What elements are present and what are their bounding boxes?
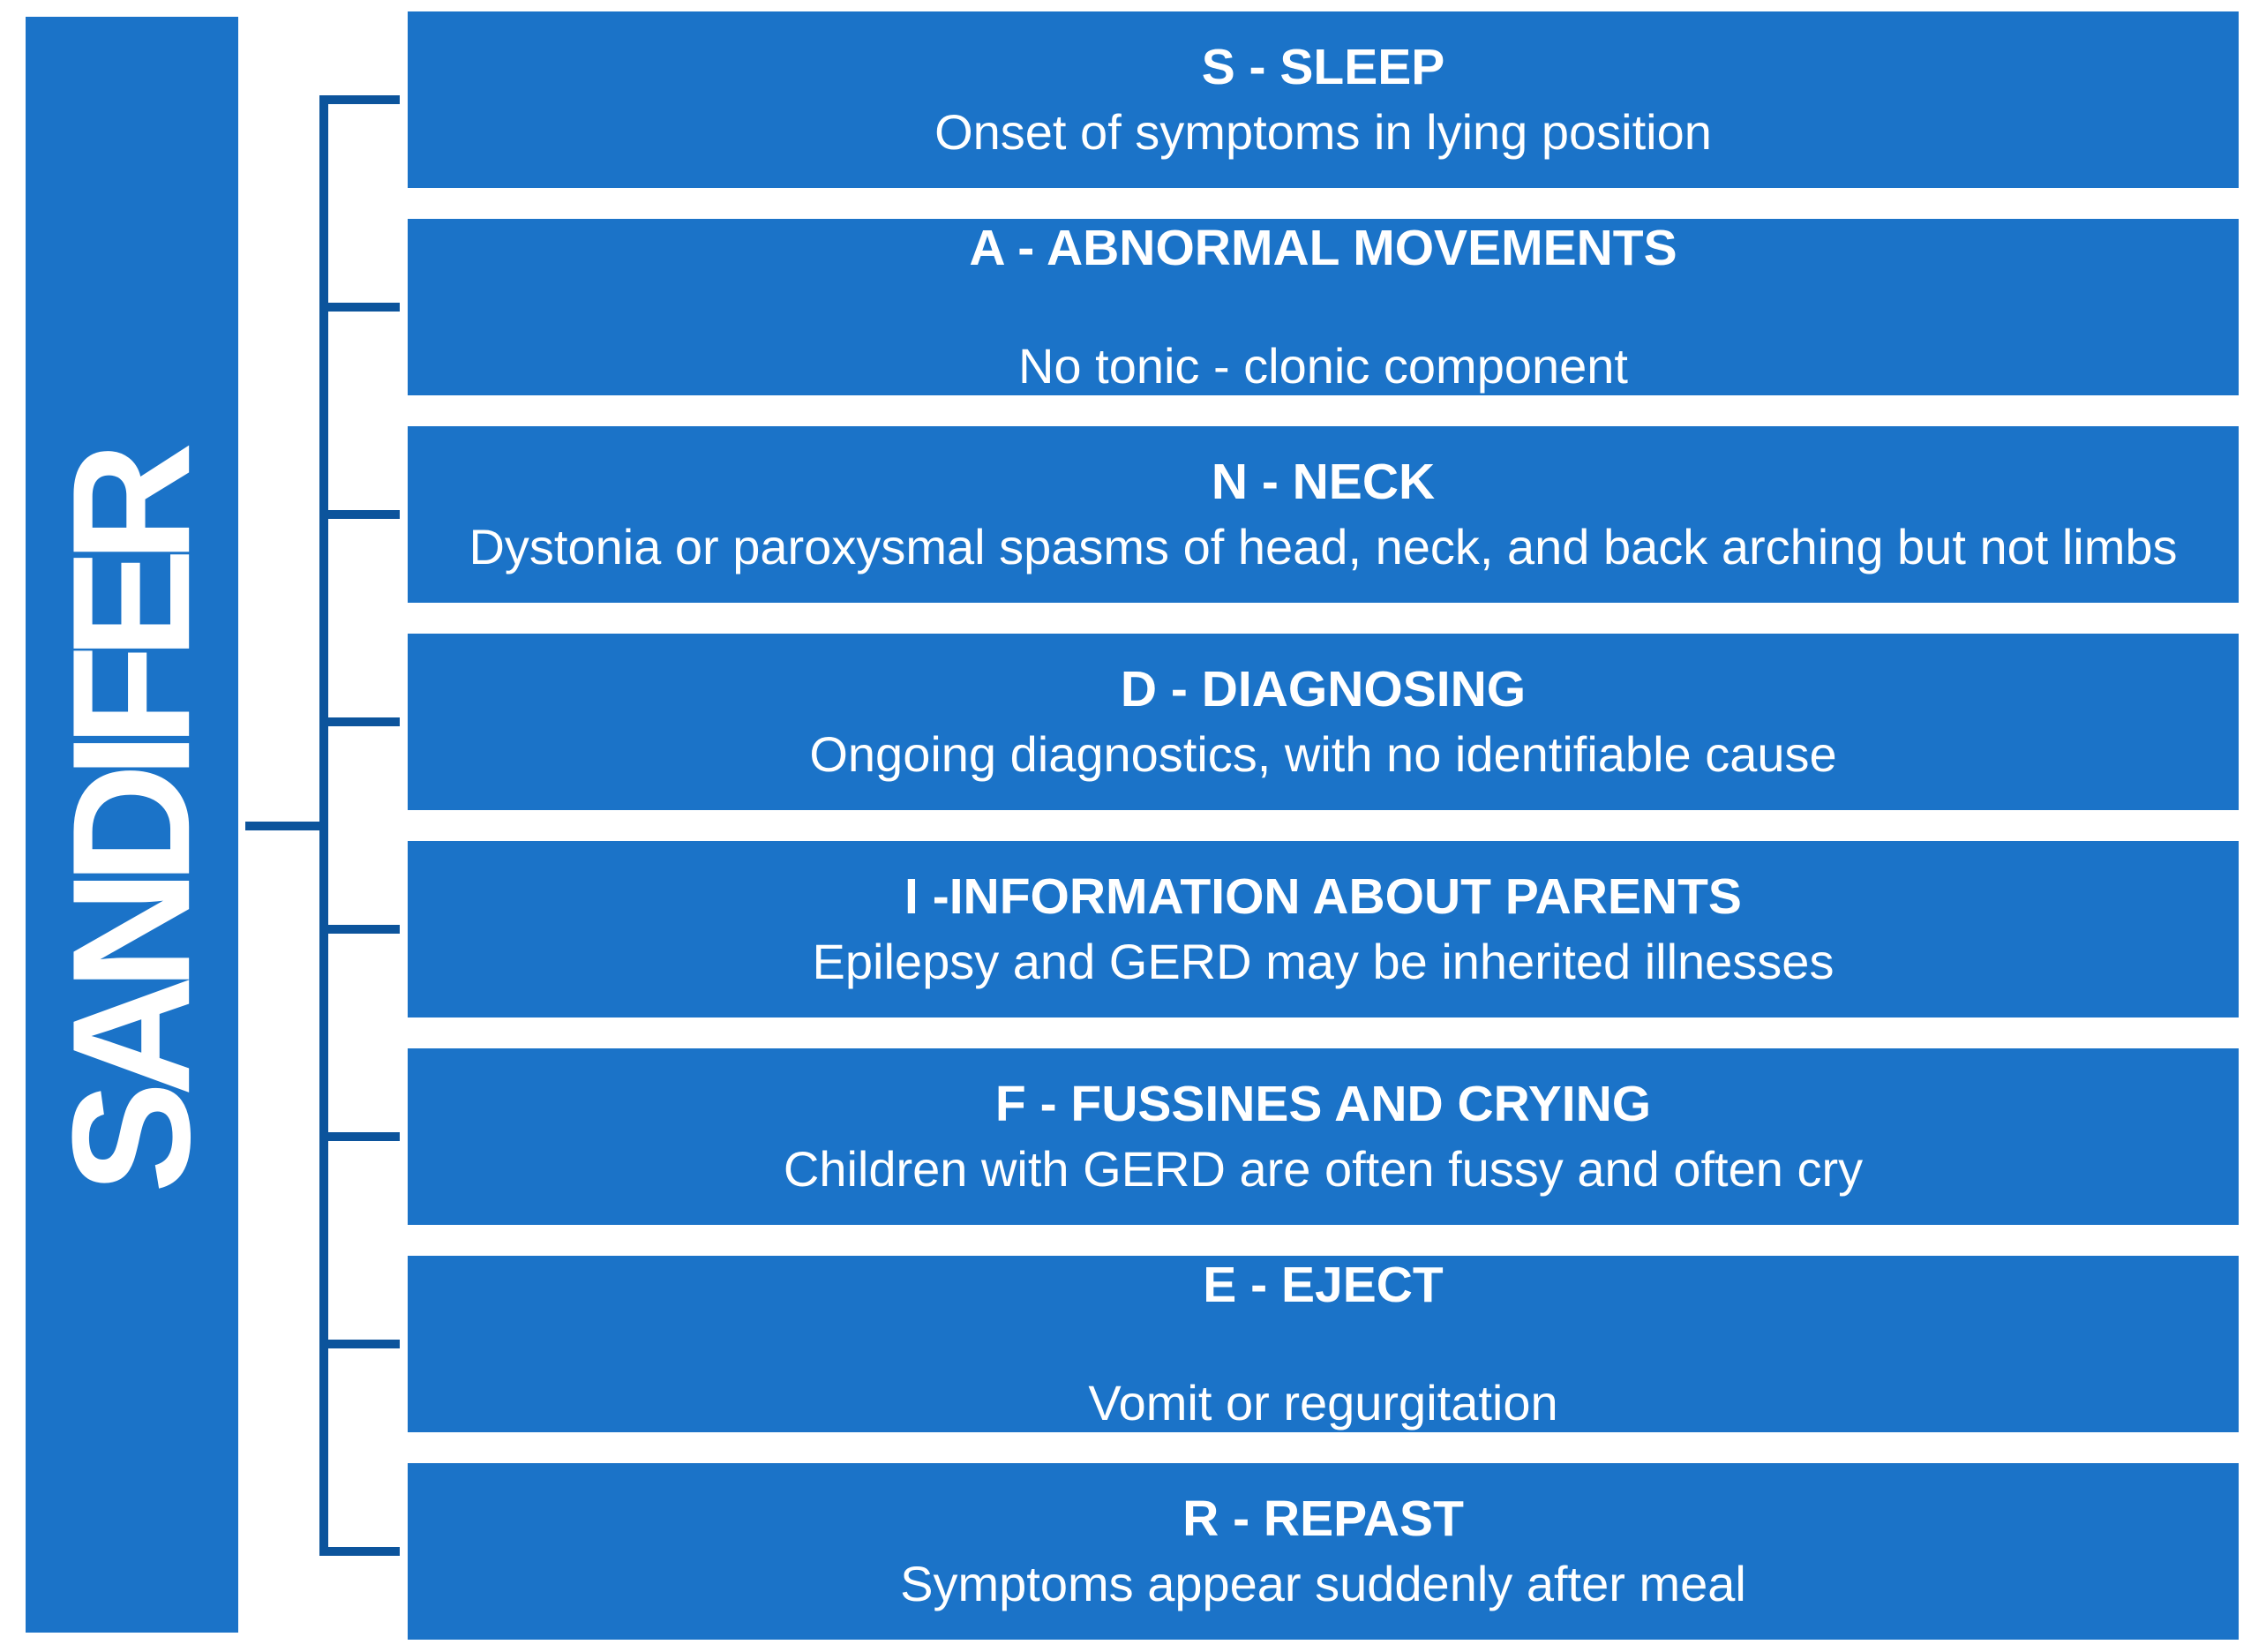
row-title: I -INFORMATION ABOUT PARENTS: [904, 868, 1742, 925]
row-diagnosing: D - DIAGNOSING Ongoing diagnostics, with…: [408, 634, 2239, 810]
row-subtitle: Dystonia or paroxysmal spasms of head, n…: [469, 519, 2178, 574]
connector-branch-repast: [328, 1547, 400, 1556]
row-sleep: S - SLEEP Onset of symptoms in lying pos…: [408, 11, 2239, 188]
row-title: R - REPAST: [1182, 1491, 1464, 1547]
row-subtitle: Ongoing diagnostics, with no identifiabl…: [809, 726, 1837, 782]
connector-trunk: [319, 95, 328, 1556]
row-subtitle: Symptoms appear suddenly after meal: [900, 1556, 1746, 1611]
mnemonic-title: SANDIFER: [38, 456, 226, 1193]
row-repast: R - REPAST Symptoms appear suddenly afte…: [408, 1463, 2239, 1640]
row-abnormal-movements: A - ABNORMAL MOVEMENTS No tonic - clonic…: [408, 219, 2239, 395]
row-title: E - EJECT: [1203, 1257, 1444, 1313]
row-subtitle: Children with GERD are often fussy and o…: [783, 1141, 1864, 1197]
connector-branch-fussines-and-crying: [328, 1132, 400, 1141]
row-subtitle: Epilepsy and GERD may be inherited illne…: [812, 934, 1835, 989]
row-title: F - FUSSINES AND CRYING: [994, 1076, 1652, 1132]
connector-branch-neck: [328, 510, 400, 519]
row-fussines-and-crying: F - FUSSINES AND CRYING Children with GE…: [408, 1048, 2239, 1225]
row-title: A - ABNORMAL MOVEMENTS: [969, 220, 1677, 276]
row-information-about-parents: I -INFORMATION ABOUT PARENTS Epilepsy an…: [408, 841, 2239, 1017]
row-eject: E - EJECT Vomit or regurgitation: [408, 1256, 2239, 1432]
mnemonic-sidebar: SANDIFER: [26, 17, 238, 1633]
row-subtitle: Onset of symptoms in lying position: [934, 104, 1712, 160]
row-neck: N - NECK Dystonia or paroxysmal spasms o…: [408, 426, 2239, 603]
connector-branch-information-about-parents: [328, 925, 400, 934]
connector-branch-sleep: [328, 95, 400, 104]
connector-branch-abnormal-movements: [328, 303, 400, 312]
connector-branch-diagnosing: [328, 717, 400, 726]
row-title: S - SLEEP: [1201, 39, 1445, 95]
row-subtitle: No tonic - clonic component: [1017, 338, 1628, 394]
connector-root-stub: [245, 822, 319, 830]
row-subtitle: Vomit or regurgitation: [1088, 1375, 1558, 1430]
connector-branch-eject: [328, 1340, 400, 1348]
row-title: N - NECK: [1211, 454, 1436, 510]
row-title: D - DIAGNOSING: [1120, 661, 1527, 717]
